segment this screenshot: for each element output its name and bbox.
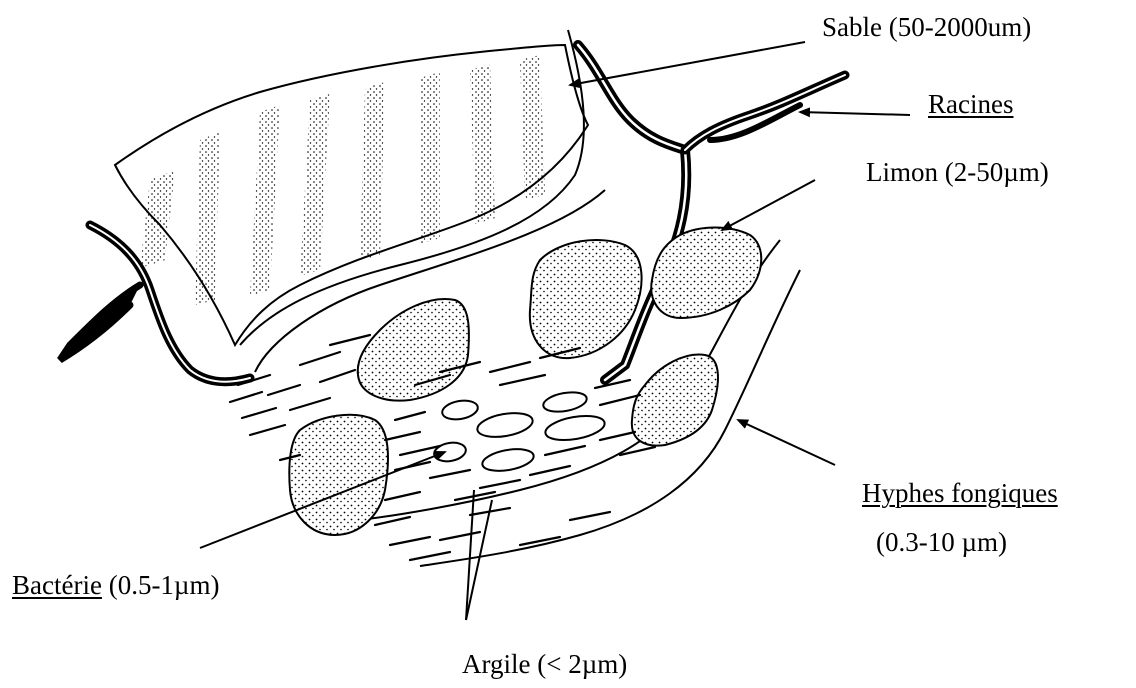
label-sable: Sable (50-2000um) [822, 14, 1031, 41]
label-hyphes-size: (0.3-10 µm) [876, 529, 1007, 556]
arrow-limon [722, 180, 815, 230]
arrow-hyphes [738, 420, 835, 465]
label-limon: Limon (2-50µm) [866, 159, 1049, 186]
arrow-racines [800, 112, 910, 115]
sand-grain [115, 45, 588, 345]
label-argile: Argile (< 2µm) [462, 651, 627, 678]
label-racines: Racines [928, 91, 1013, 118]
arrow-sable [570, 42, 805, 85]
label-bacterie-size: (0.5-1µm) [102, 570, 220, 600]
label-hyphes-name: Hyphes fongiques [862, 480, 1058, 507]
bacteria [433, 389, 607, 474]
label-bacterie: Bactérie (0.5-1µm) [12, 572, 220, 599]
label-bacterie-name: Bactérie [12, 570, 102, 600]
